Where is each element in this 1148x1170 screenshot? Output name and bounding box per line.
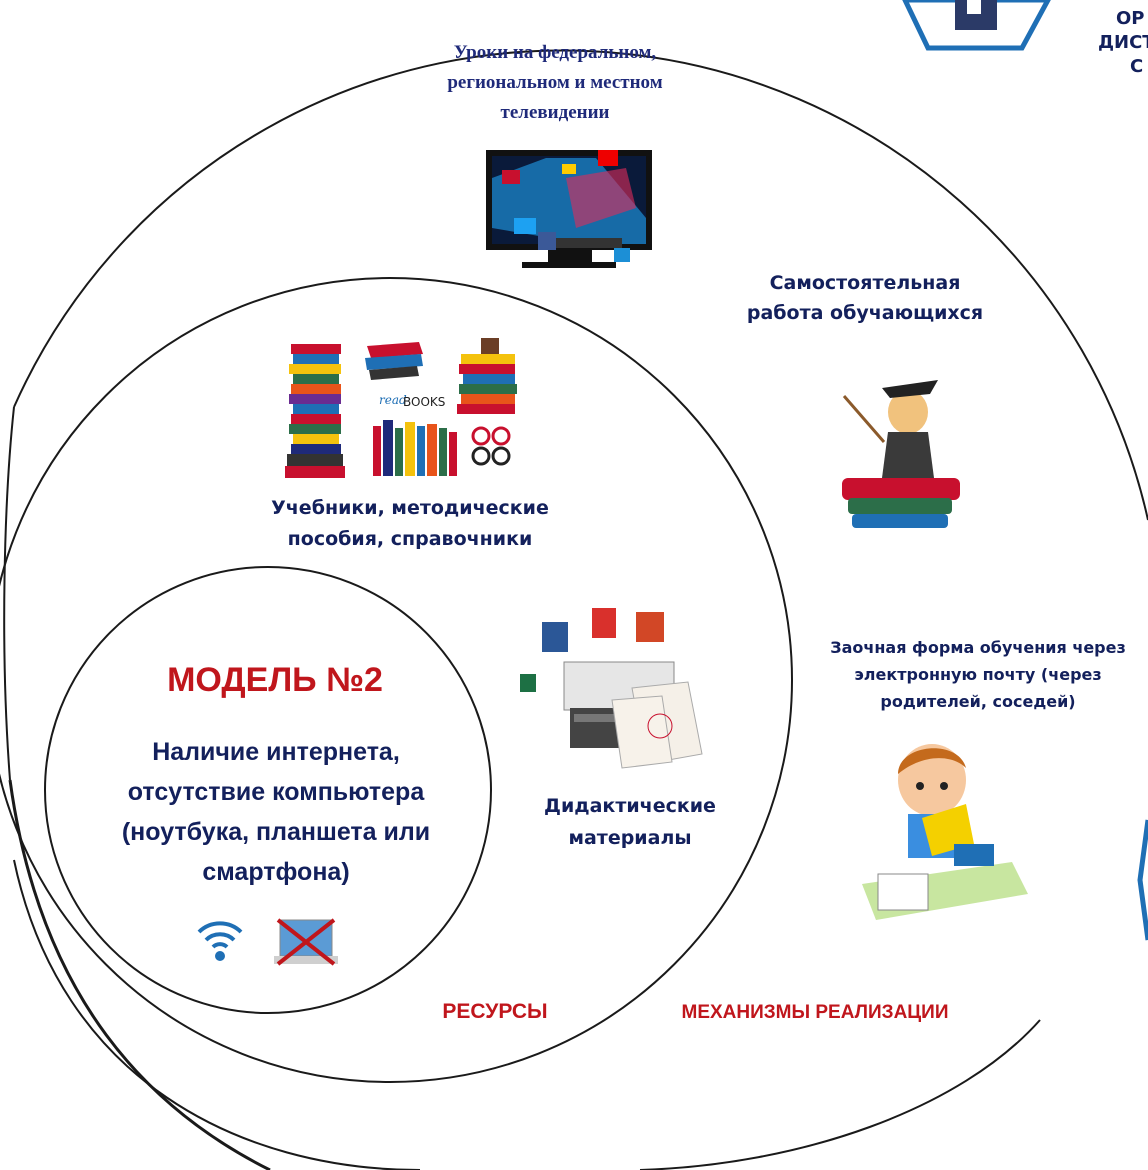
clipped-heading-line-1: ОР xyxy=(1116,8,1145,29)
resources-ring xyxy=(0,277,793,1083)
clipped-heading-line-2: ДИСТ xyxy=(1098,32,1148,53)
outer-ring-lower-2 xyxy=(8,779,271,1170)
resources-ring-label: РЕСУРСЫ xyxy=(442,1000,548,1023)
correspondence-label: Заочная форма обучения через электронную… xyxy=(830,638,1126,711)
printer-documents-icon xyxy=(512,604,708,774)
outer-ring-left xyxy=(3,406,15,781)
wifi-icon xyxy=(195,914,245,964)
textbooks-label: Учебники, методические пособия, справочн… xyxy=(271,497,549,550)
student-on-books-icon xyxy=(838,370,968,538)
hexagon-badge-right xyxy=(1137,819,1148,941)
books-stack-icon: read BOOKS xyxy=(283,332,523,482)
svg-text:BOOKS: BOOKS xyxy=(403,395,445,409)
outer-ring xyxy=(13,49,1148,521)
model-title: МОДЕЛЬ №2 xyxy=(167,661,383,699)
crossed-laptop-icon xyxy=(274,918,338,968)
clipped-heading-line-3: С xyxy=(1130,56,1144,77)
tv-lessons-label: Уроки на федеральном, региональном и мес… xyxy=(447,42,663,123)
hexagon-badge-top xyxy=(902,0,1051,51)
child-reading-icon xyxy=(862,734,1032,920)
tv-icon xyxy=(486,138,652,270)
svg-text:read: read xyxy=(379,393,407,407)
outer-ring-right xyxy=(639,1019,1041,1170)
self-work-label: Самостоятельная работа обучающихся xyxy=(746,272,984,324)
model-description: Наличие интернета, отсутствие компьютера… xyxy=(121,738,431,886)
model-ring xyxy=(44,566,492,1014)
outer-ring-lower xyxy=(13,859,421,1170)
mechanisms-ring-label: МЕХАНИЗМЫ РЕАЛИЗАЦИИ xyxy=(681,1002,949,1023)
didactic-label: Дидактические материалы xyxy=(544,795,716,849)
